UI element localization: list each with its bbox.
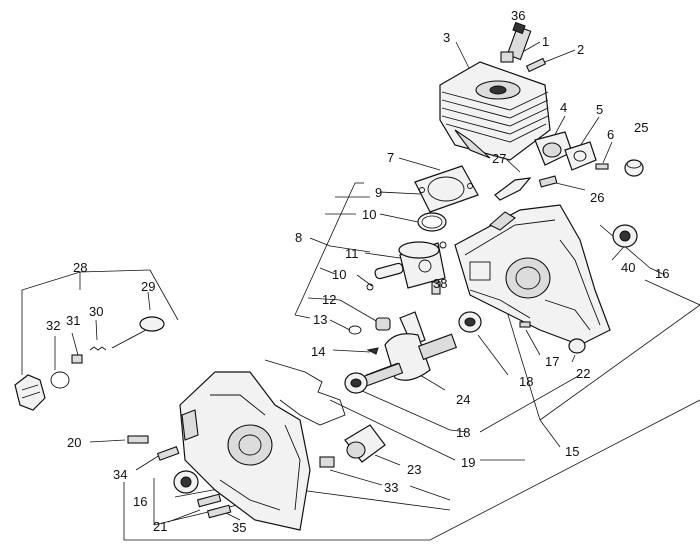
- part-labels: 36 1 2 3 4 5 6 25 7 27 9 26 10 8 11 10 4…: [46, 8, 669, 535]
- decompression-valve: [500, 51, 514, 63]
- label-29: 29: [141, 279, 155, 294]
- washer-13: [348, 325, 362, 335]
- label-14: 14: [311, 344, 325, 359]
- label-4: 4: [560, 100, 567, 115]
- left-crankcase: [179, 371, 311, 531]
- bearing-18-left: [344, 372, 368, 394]
- label-12: 12: [322, 292, 336, 307]
- label-7: 7: [387, 150, 394, 165]
- bracket-clip: [494, 177, 532, 201]
- screw-20: [127, 435, 149, 444]
- label-24: 24: [456, 392, 470, 407]
- label-23: 23: [407, 462, 421, 477]
- bearing-18: [458, 311, 482, 333]
- label-27: 27: [492, 151, 506, 166]
- piston-pin: [374, 262, 404, 280]
- screw-26: [538, 175, 558, 188]
- label-18a: 18: [519, 374, 533, 389]
- hose-29: [111, 316, 165, 349]
- label-32: 32: [46, 318, 60, 333]
- label-19: 19: [461, 455, 475, 470]
- label-33: 33: [384, 480, 398, 495]
- screw-34: [156, 446, 180, 461]
- cylinder-gasket: [414, 165, 479, 213]
- label-17: 17: [545, 354, 559, 369]
- filter-cover-32: [14, 374, 46, 411]
- crankcase-gasket-19: [264, 359, 346, 426]
- label-28: 28: [73, 260, 87, 275]
- dowel-17: [519, 321, 531, 328]
- label-11: 11: [345, 246, 359, 261]
- label-21: 21: [153, 519, 167, 534]
- label-38: 38: [433, 276, 447, 291]
- label-18b: 18: [456, 425, 470, 440]
- screw-21: [196, 493, 222, 508]
- spring-30: [71, 346, 107, 364]
- seal-16: [173, 470, 199, 494]
- fitting-33: [319, 456, 335, 468]
- label-22: 22: [576, 366, 590, 381]
- needle-bearing: [375, 317, 391, 331]
- label-10b: 10: [332, 267, 346, 282]
- intake-boot-23: [344, 424, 386, 463]
- label-2: 2: [577, 42, 584, 57]
- label-40: 40: [621, 260, 635, 275]
- label-25: 25: [634, 120, 648, 135]
- label-35: 35: [232, 520, 246, 535]
- cylinder: [439, 61, 551, 161]
- label-20: 20: [67, 435, 81, 450]
- bushing: [624, 159, 644, 177]
- key-14: [366, 347, 379, 355]
- crankshaft: [360, 311, 458, 388]
- label-5: 5: [596, 102, 603, 117]
- label-8: 8: [295, 230, 302, 245]
- stud-38: [431, 281, 441, 295]
- label-34: 34: [113, 467, 127, 482]
- seal-40: [612, 224, 638, 248]
- label-31: 31: [66, 313, 80, 328]
- label-16b: 16: [133, 494, 147, 509]
- label-30: 30: [89, 304, 103, 319]
- small-screw: [595, 163, 609, 170]
- circlip-10: [366, 241, 447, 291]
- label-10a: 10: [362, 207, 376, 222]
- label-13: 13: [313, 312, 327, 327]
- label-15: 15: [565, 444, 579, 459]
- label-9: 9: [375, 185, 382, 200]
- label-6: 6: [607, 127, 614, 142]
- o-ring-31: [50, 371, 70, 389]
- label-36: 36: [511, 8, 525, 23]
- label-1: 1: [542, 34, 549, 49]
- cylinder-screw: [525, 57, 547, 73]
- plug-22: [568, 338, 586, 354]
- intake-gasket: [564, 141, 597, 171]
- label-16a: 16: [655, 266, 669, 281]
- label-3: 3: [443, 30, 450, 45]
- piston: [398, 241, 446, 289]
- screw-35: [206, 504, 232, 519]
- label-26: 26: [590, 190, 604, 205]
- piston-ring: [417, 212, 447, 232]
- spark-plug: [506, 21, 532, 61]
- right-crankcase: [454, 204, 611, 346]
